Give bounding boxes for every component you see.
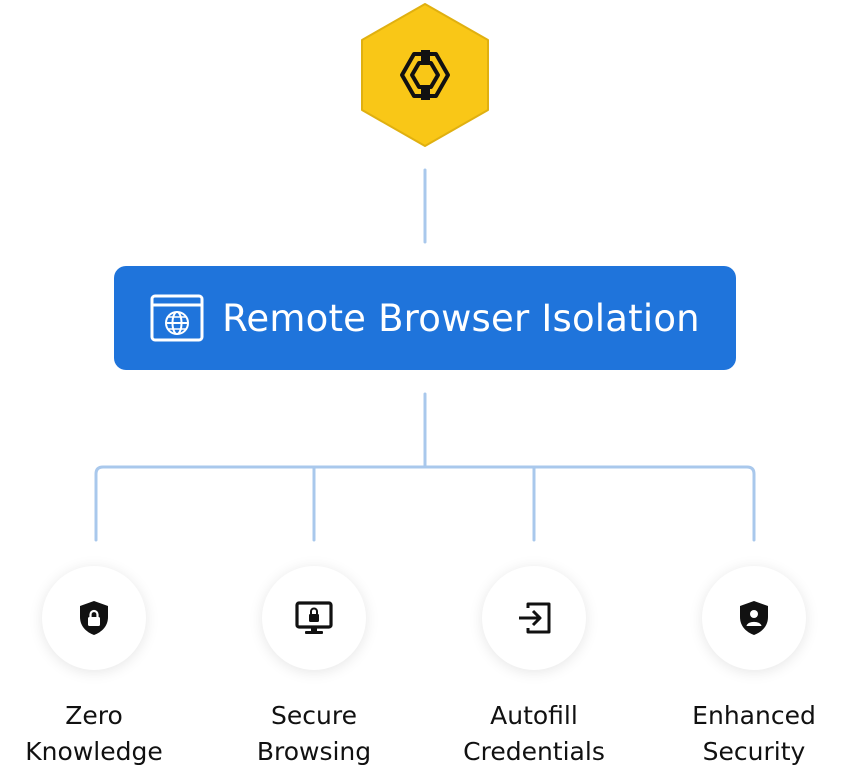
monitor-lock-icon bbox=[295, 601, 333, 634]
feature-label-line1: Secure bbox=[271, 701, 357, 730]
feature-icon-circle bbox=[702, 566, 806, 670]
feature-label-line2: Browsing bbox=[256, 737, 372, 766]
feature-enhanced-security[interactable]: Enhanced Security bbox=[664, 566, 844, 770]
feature-label: Autofill Credentials bbox=[463, 698, 605, 770]
feature-label-line2: Security bbox=[702, 737, 806, 766]
shield-user-icon bbox=[740, 601, 768, 635]
feature-secure-browsing[interactable]: Secure Browsing bbox=[224, 566, 404, 770]
feature-label: Secure Browsing bbox=[257, 698, 371, 770]
branch-horizontal-connector bbox=[94, 465, 756, 542]
feature-icon-circle bbox=[262, 566, 366, 670]
feature-label-line1: Enhanced bbox=[692, 701, 816, 730]
feature-zero-knowledge[interactable]: Zero Knowledge bbox=[4, 566, 184, 770]
remote-browser-isolation-label: Remote Browser Isolation bbox=[222, 296, 700, 340]
feature-label: Enhanced Security bbox=[692, 698, 816, 770]
feature-label-line2: Credentials bbox=[463, 737, 605, 766]
feature-label: Zero Knowledge bbox=[25, 698, 162, 770]
feature-label-line1: Autofill bbox=[490, 701, 578, 730]
browser-globe-icon bbox=[150, 294, 204, 342]
feature-icon-circle bbox=[42, 566, 146, 670]
login-arrow-icon bbox=[519, 602, 551, 634]
feature-label-line2: Knowledge bbox=[25, 737, 163, 766]
feature-label-line1: Zero bbox=[65, 701, 123, 730]
feature-icon-circle bbox=[482, 566, 586, 670]
shield-lock-icon bbox=[80, 601, 108, 635]
hexagon-logo-icon bbox=[361, 3, 489, 147]
hexagon-logo bbox=[360, 2, 490, 148]
remote-browser-isolation-node[interactable]: Remote Browser Isolation bbox=[114, 266, 736, 370]
feature-autofill-credentials[interactable]: Autofill Credentials bbox=[444, 566, 624, 770]
